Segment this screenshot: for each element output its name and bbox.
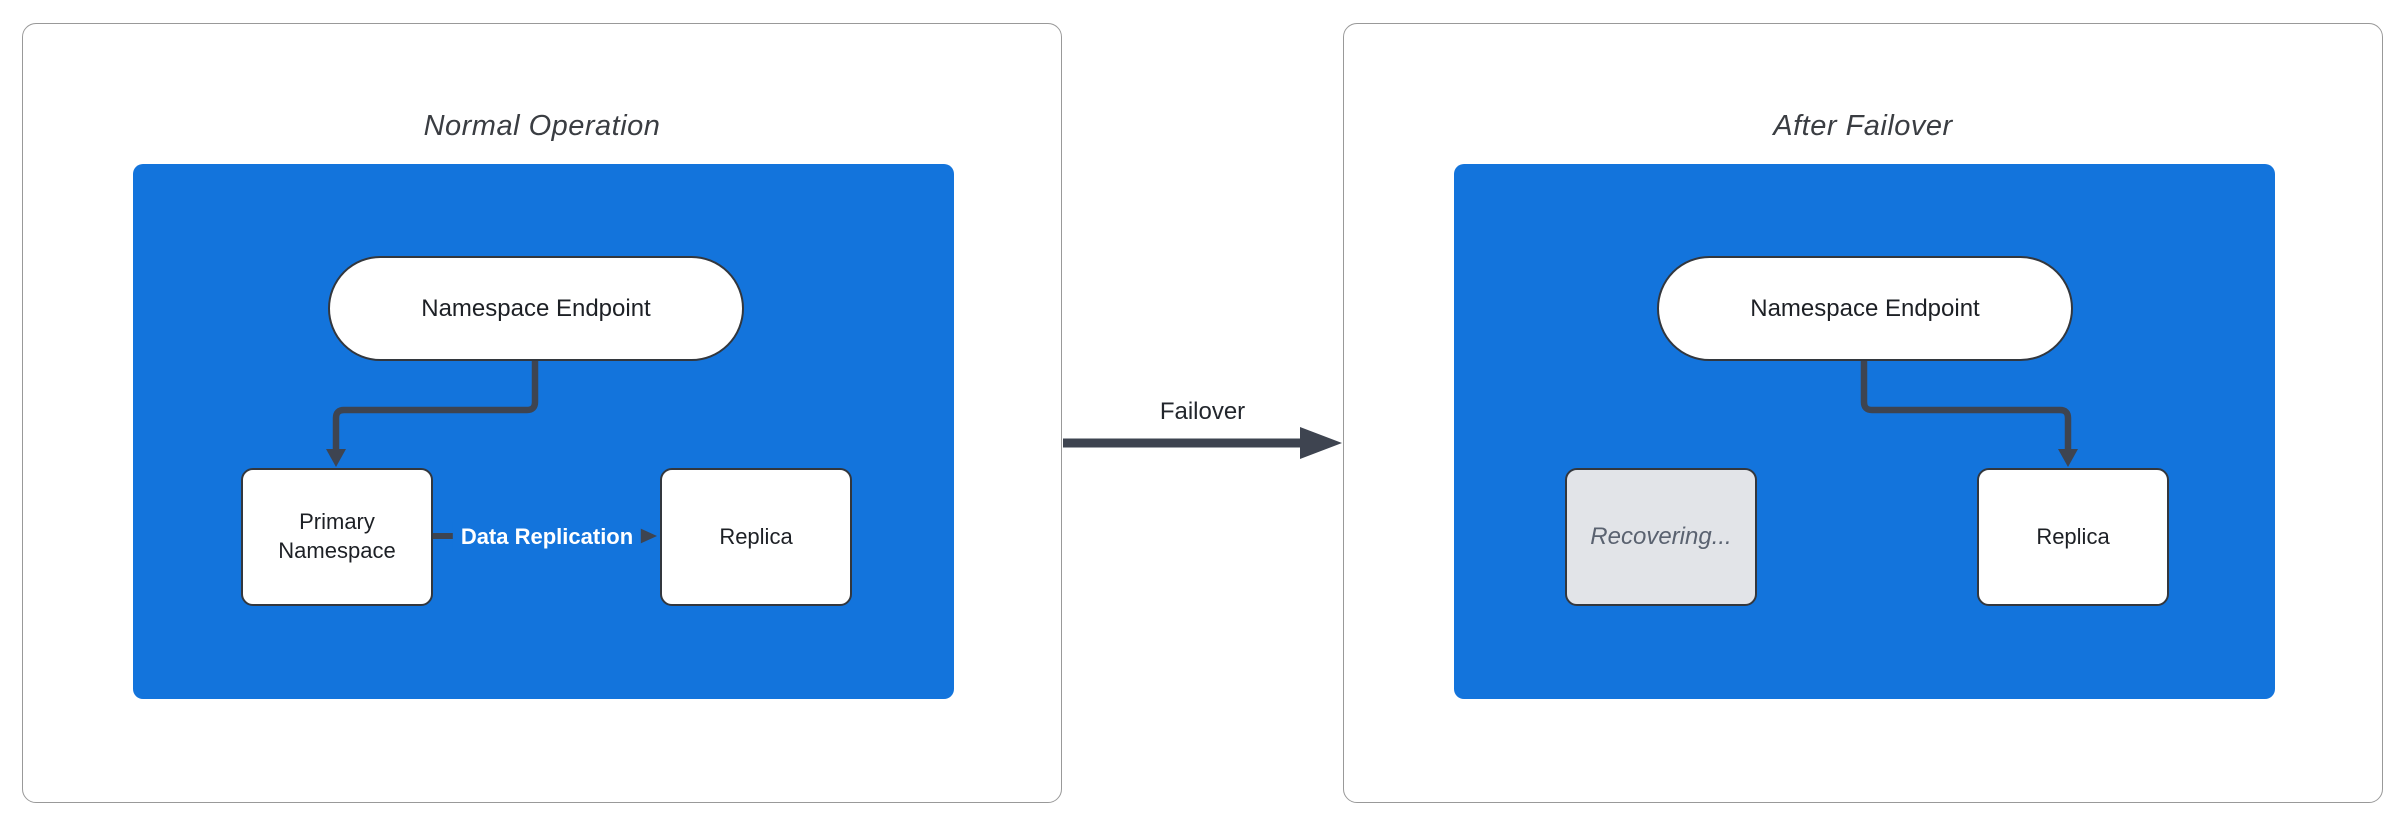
node-namespace-endpoint: Namespace Endpoint [1657, 256, 2073, 361]
panel-after-failover: After Failover Namespace Endpoint Recove… [1343, 23, 2383, 803]
panel-title-after-failover: After Failover [1773, 110, 1953, 142]
node-replica: Replica [660, 468, 852, 606]
panel-normal-operation: Normal Operation Namespace Endpoint Prim… [22, 23, 1062, 803]
node-replica-label: Replica [719, 523, 793, 549]
node-namespace-endpoint-label: Namespace Endpoint [421, 294, 651, 322]
data-replication-arrow-label: Data Replication [452, 522, 642, 552]
node-namespace-endpoint: Namespace Endpoint [328, 256, 744, 361]
node-recovering-label: Recovering... [1590, 523, 1732, 551]
node-primary-namespace-label: Primary Namespace [278, 509, 396, 563]
node-replica: Replica [1977, 468, 2169, 606]
node-namespace-endpoint-label: Namespace Endpoint [1750, 294, 1980, 322]
namespace-group-container: Namespace Endpoint Primary Namespace Rep… [133, 164, 954, 699]
failover-arrow-label: Failover [1159, 398, 1246, 425]
failover-arrow [1063, 427, 1342, 459]
node-primary-namespace: Primary Namespace [241, 468, 433, 606]
node-recovering: Recovering... [1565, 468, 1757, 606]
node-replica-label: Replica [2036, 523, 2110, 549]
namespace-group-container: Namespace Endpoint Recovering... Replica [1454, 164, 2275, 699]
panel-title-normal-operation: Normal Operation [423, 110, 661, 142]
